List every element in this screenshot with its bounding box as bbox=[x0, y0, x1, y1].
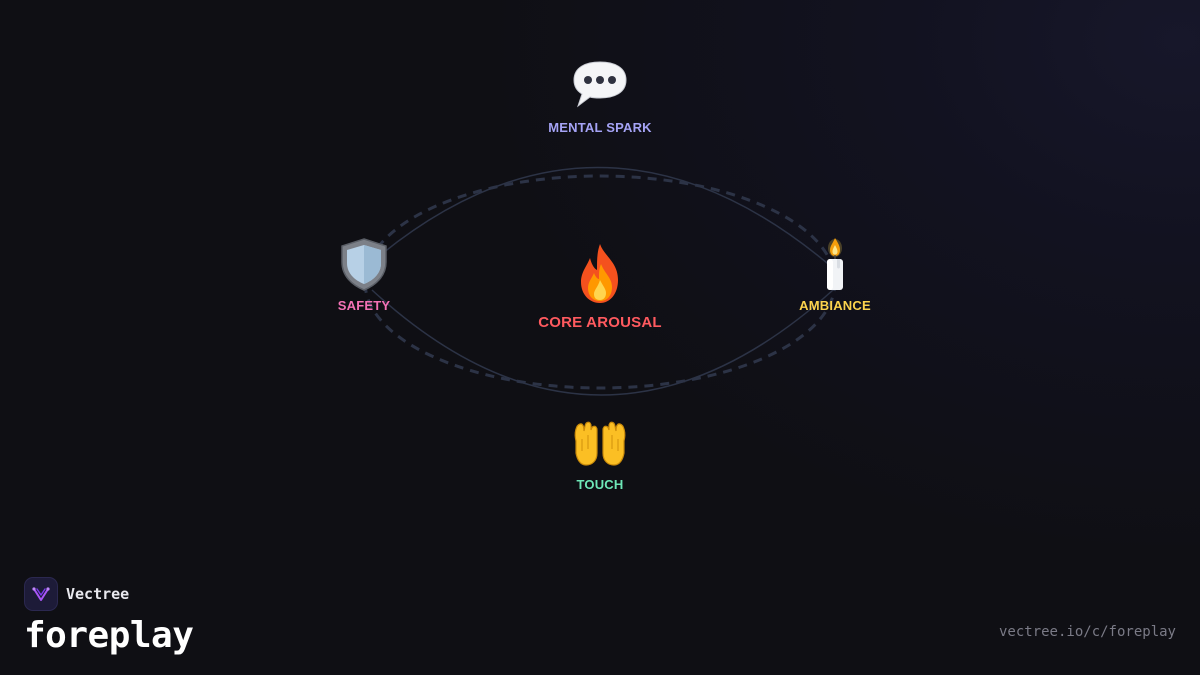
connector-top-arc bbox=[371, 166, 834, 269]
brand-block: Vectree foreplay bbox=[24, 577, 194, 657]
node-ambiance: AMBIANCE bbox=[725, 236, 945, 313]
open-hands-icon bbox=[574, 421, 626, 466]
node-label-safety: SAFETY bbox=[337, 298, 391, 313]
node-core-arousal: CORE AROUSAL bbox=[490, 242, 710, 331]
vectree-logo-icon bbox=[24, 577, 58, 611]
page-title: foreplay bbox=[24, 615, 194, 656]
node-label-mental-spark: MENTAL SPARK bbox=[548, 120, 652, 135]
node-mental-spark: MENTAL SPARK bbox=[490, 58, 710, 135]
node-label-ambiance: AMBIANCE bbox=[799, 298, 871, 313]
candle-icon bbox=[827, 238, 843, 290]
brand-name: Vectree bbox=[66, 585, 130, 603]
node-touch: TOUCH bbox=[490, 415, 710, 492]
node-safety: SAFETY bbox=[254, 236, 474, 313]
node-label-touch: TOUCH bbox=[576, 477, 624, 492]
shield-icon bbox=[341, 238, 387, 291]
source-url[interactable]: vectree.io/c/foreplay bbox=[998, 624, 1176, 640]
fire-icon bbox=[581, 244, 618, 303]
brand-row: Vectree bbox=[24, 577, 193, 611]
speech-bubble-icon bbox=[573, 61, 627, 108]
node-label-core-arousal: CORE AROUSAL bbox=[538, 314, 662, 331]
connector-bottom-arc bbox=[371, 289, 834, 396]
